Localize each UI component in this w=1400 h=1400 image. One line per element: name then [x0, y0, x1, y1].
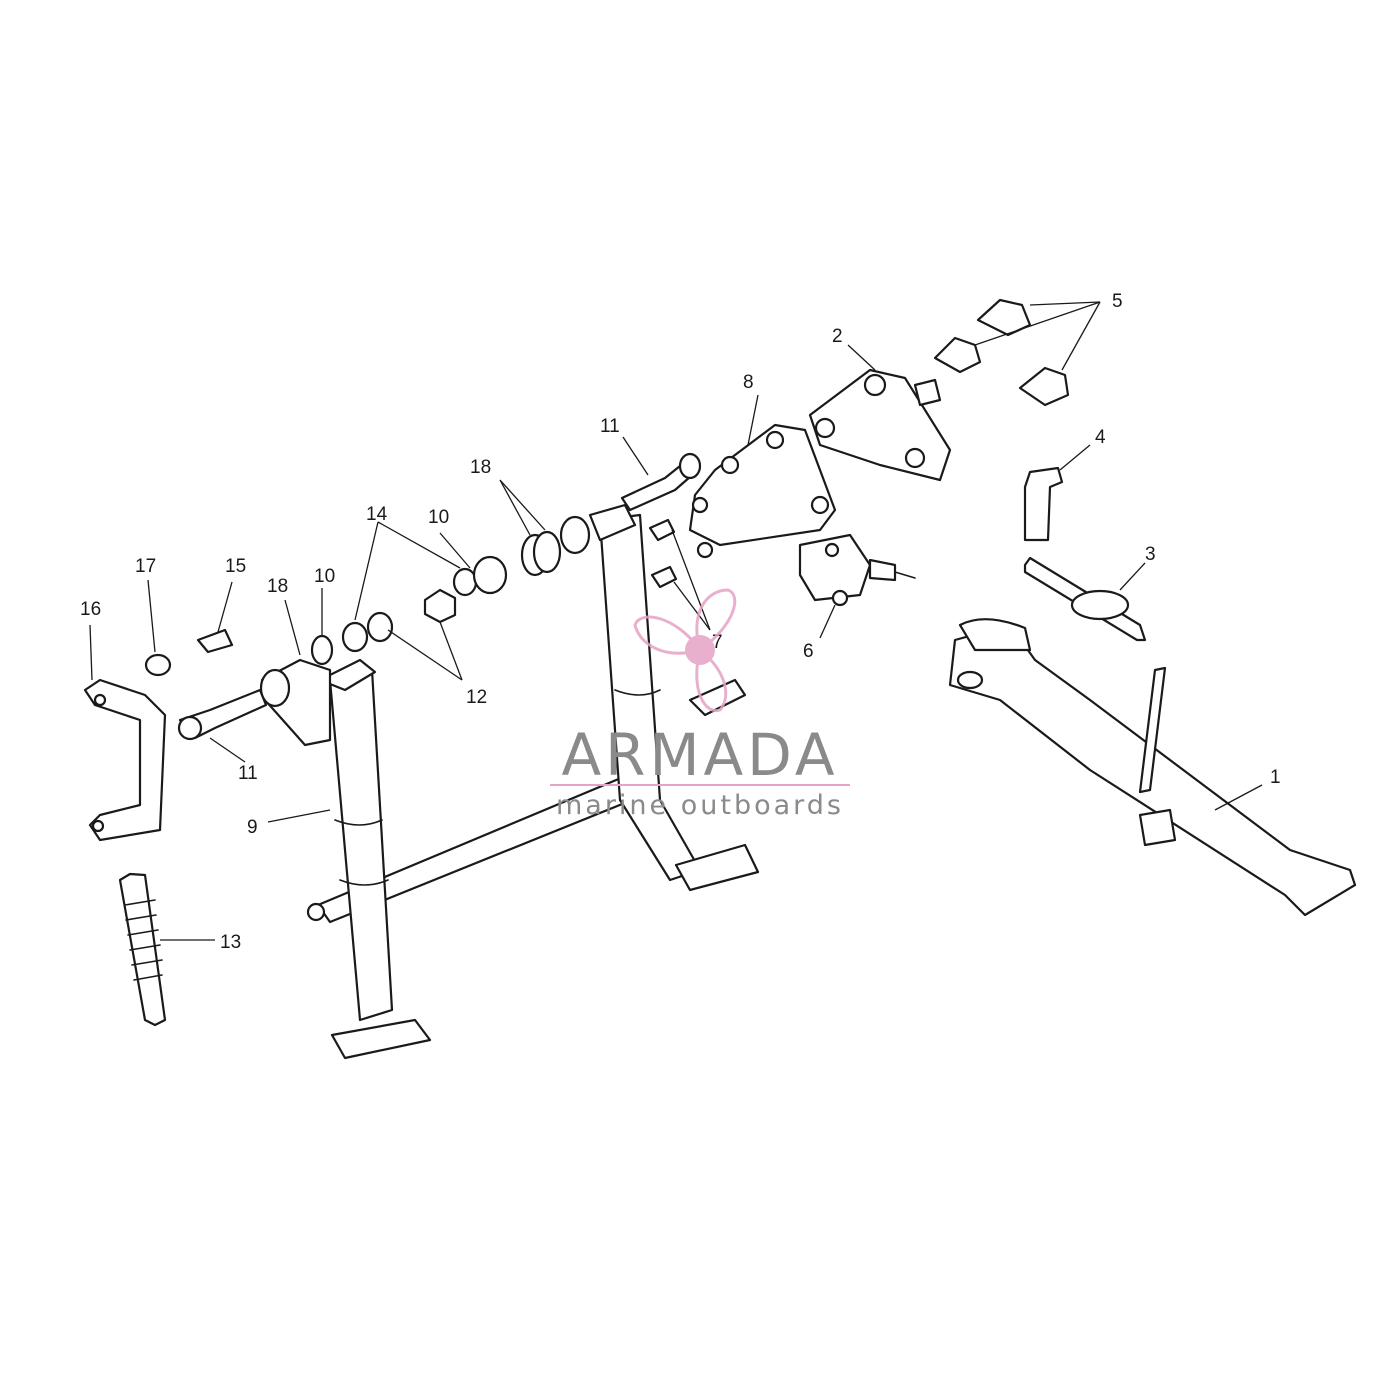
brand-text: ARMADA	[561, 721, 838, 789]
callout-14: 14	[366, 504, 388, 525]
callout-13: 13	[220, 932, 241, 953]
callout-4: 4	[1095, 427, 1106, 448]
screws-5	[933, 298, 1070, 407]
callout-12: 12	[466, 687, 487, 708]
callout-7: 7	[712, 632, 723, 653]
bracket-plate-8	[688, 423, 837, 559]
washer-10-center	[452, 555, 508, 597]
callout-3: 3	[1145, 544, 1156, 565]
bolt-11-center	[620, 452, 702, 512]
o-rings-18	[520, 530, 562, 577]
spring-13	[118, 872, 167, 1027]
callout-11-left: 11	[238, 763, 258, 784]
callout-1: 1	[1270, 767, 1281, 788]
bolt-11-left	[177, 688, 268, 741]
callout-9: 9	[247, 817, 258, 838]
callout-16: 16	[80, 599, 101, 620]
tagline-text: marine outboards	[556, 790, 844, 821]
center-stand	[306, 503, 760, 1060]
callout-8: 8	[743, 372, 754, 393]
spring-3	[1023, 556, 1147, 642]
spacer-18-left	[259, 658, 332, 747]
callout-5: 5	[1112, 291, 1123, 312]
callout-labels: 1 2 3 4 5 6 7 8 9 10 10 11 11 12 13 14 1…	[80, 291, 1281, 953]
pivot-bolt-4	[1023, 466, 1064, 542]
bolt-15	[196, 628, 234, 654]
side-stand	[948, 618, 1357, 917]
nut-12	[423, 588, 457, 624]
callout-18-left: 18	[267, 576, 288, 597]
callout-11-center: 11	[600, 416, 620, 437]
callout-17: 17	[135, 556, 156, 577]
screws-7	[648, 518, 678, 589]
washer-10-left	[310, 634, 334, 666]
callout-2: 2	[832, 326, 843, 347]
bracket-16	[83, 678, 167, 842]
mounting-plate-2	[808, 368, 952, 482]
callout-10-left: 10	[314, 566, 335, 587]
propeller-icon	[633, 588, 737, 713]
leader-lines	[89, 301, 1263, 941]
callout-10-center: 10	[428, 507, 449, 528]
watermark: ARMADA marine outboards	[550, 588, 850, 821]
switch-6	[798, 533, 916, 607]
bushing-17	[144, 653, 172, 677]
bushing-14-left	[341, 611, 394, 653]
callout-15: 15	[225, 556, 246, 577]
callout-18-center: 18	[470, 457, 491, 478]
callout-6: 6	[803, 641, 814, 662]
